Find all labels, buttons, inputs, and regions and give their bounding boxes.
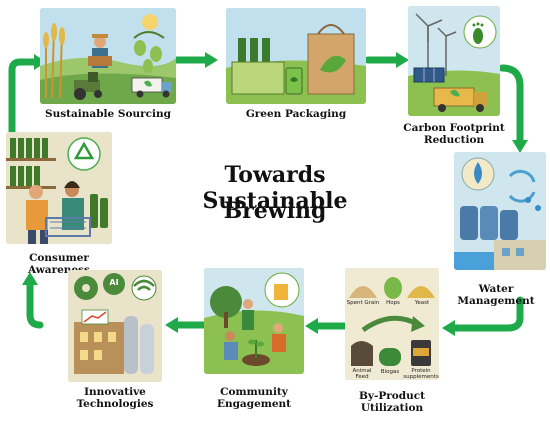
shelf-bottles-icon [10, 138, 48, 186]
arrowhead [442, 320, 455, 336]
tile-byproduct-utilization: Spent Grain Hops Yeast Animal Feed Bioga… [345, 268, 439, 380]
caption-line: By-Product [359, 390, 425, 402]
caption-line: Reduction [423, 134, 485, 146]
ai-badge: AI [109, 278, 119, 287]
caption-line: Innovative [84, 386, 146, 398]
byproduct-illustration [345, 268, 439, 380]
arrowhead [305, 318, 318, 334]
sapling-icon [242, 339, 270, 366]
diagram-title-line-1: Towards Sustainable [202, 162, 348, 214]
tile-innovative-technologies: AI [68, 270, 162, 382]
sun-icon [142, 14, 158, 30]
label-hops: Hops [386, 300, 400, 306]
caption-byproduct-utilization: By-Product Utilization [330, 390, 454, 414]
hops-icon [384, 277, 402, 299]
feed-sack-icon [351, 341, 373, 366]
technology-illustration [68, 270, 162, 382]
beer-mug-icon [264, 272, 300, 308]
solar-panel-icon [413, 67, 445, 83]
hops-icon [134, 40, 162, 73]
caption-line: Utilization [360, 402, 424, 414]
bottle-icon [90, 194, 108, 228]
label-animal-feed: Animal Feed [345, 368, 379, 380]
caption-line: Technologies [76, 398, 154, 410]
ai-chip-icon [103, 273, 125, 295]
shopper-icon [26, 185, 48, 244]
caption-community-engagement: Community Engagement [194, 386, 314, 410]
arrow-water-byproduct [451, 296, 524, 332]
tractor-icon [74, 72, 102, 100]
growth-chart-icon [81, 309, 109, 325]
brewery-building-icon [74, 322, 124, 374]
cart-icon [45, 217, 91, 237]
gear-icon [74, 276, 98, 300]
label-spent-grain: Spent Grain [346, 300, 380, 306]
community-illustration [204, 268, 304, 374]
water-illustration [454, 152, 546, 270]
consumer-illustration [6, 132, 112, 244]
caption-innovative-technologies: Innovative Technologies [54, 386, 176, 410]
wifi-icon [131, 275, 157, 301]
tile-consumer-awareness [6, 132, 112, 244]
silo-icon [124, 316, 154, 374]
volunteer-icon [242, 299, 254, 330]
label-line: supplements [403, 374, 439, 380]
arrowhead [396, 52, 409, 68]
can-icon [285, 67, 303, 95]
caption-line: Carbon Footprint [403, 122, 505, 134]
electric-truck-icon [433, 87, 488, 112]
arrowhead [22, 272, 38, 285]
treatment-plant-icon [494, 240, 546, 270]
packaging-illustration [226, 8, 366, 104]
recycle-water-icon [508, 169, 536, 203]
caption-green-packaging: Green Packaging [245, 108, 347, 120]
yeast-icon [407, 286, 435, 298]
caption-sustainable-sourcing: Sustainable Sourcing [45, 108, 171, 120]
diagram-title-line-2: Brewing [223, 198, 327, 224]
arrow-tech-consumer [26, 281, 44, 329]
arrow-carbon-water [498, 64, 524, 144]
caption-line: Community [220, 386, 288, 398]
volunteer-icon [272, 323, 286, 352]
arrow-left-up [8, 58, 38, 136]
arrowhead [165, 317, 178, 333]
paper-bag-icon [307, 24, 355, 95]
label-line: Protein [411, 368, 431, 374]
label-biogas: Biogas [380, 369, 400, 375]
label-yeast: Yeast [414, 300, 430, 306]
truck-icon [131, 77, 172, 98]
footprint-icon [463, 15, 497, 49]
tile-carbon-reduction [408, 6, 500, 116]
bottle-crate-icon [231, 38, 285, 95]
caption-water-management: Water Management [457, 283, 535, 307]
label-line: Animal [352, 368, 372, 374]
tree-icon [210, 286, 242, 328]
arrowhead [205, 52, 218, 68]
biogas-tank-icon [379, 348, 401, 366]
arrowhead [512, 140, 528, 153]
farm-illustration [40, 8, 176, 104]
label-protein: Protein supplements [403, 368, 439, 380]
tile-water-management [454, 152, 546, 270]
carbon-illustration [408, 6, 500, 116]
farmer-icon [88, 34, 112, 68]
label-line: Feed [355, 374, 369, 380]
protein-jar-icon [411, 340, 431, 366]
caption-line: Engagement [216, 398, 292, 410]
volunteer-icon [224, 331, 238, 360]
recycle-icon [67, 137, 101, 171]
tile-sustainable-sourcing [40, 8, 176, 104]
tile-green-packaging [226, 8, 366, 104]
water-tank-icon [460, 206, 518, 240]
caption-carbon-reduction: Carbon Footprint Reduction [398, 122, 510, 146]
spent-grain-icon [349, 286, 377, 298]
tile-community-engagement [204, 268, 304, 374]
water-drop-icon [461, 157, 495, 191]
